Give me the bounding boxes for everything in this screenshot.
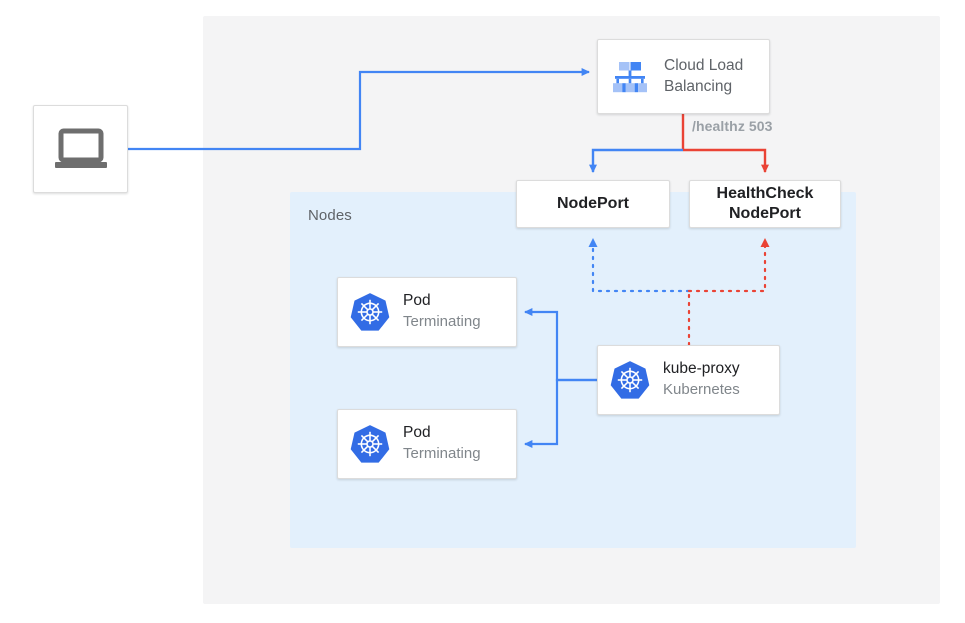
- pod-status: Terminating: [403, 445, 481, 463]
- kube-proxy-subtitle: Kubernetes: [663, 381, 740, 399]
- pod-title: Pod: [403, 292, 431, 310]
- cloud-load-balancing-text: Cloud Load Balancing: [664, 56, 756, 98]
- nodeport-label: NodePort: [557, 195, 629, 212]
- healthcheck-nodeport-card[interactable]: HealthCheck NodePort: [689, 180, 841, 228]
- kubernetes-icon: [609, 359, 651, 401]
- healthcheck-nodeport-label: HealthCheck NodePort: [716, 185, 814, 222]
- laptop-icon: [53, 127, 109, 171]
- kube-proxy-text: kube-proxy Kubernetes: [663, 359, 740, 400]
- kubernetes-icon: [349, 291, 391, 333]
- kubernetes-icon: [349, 423, 391, 465]
- kube-proxy-card[interactable]: kube-proxy Kubernetes: [597, 345, 780, 415]
- nodes-region-label: Nodes: [308, 207, 352, 224]
- pod-card[interactable]: Pod Terminating: [337, 277, 517, 347]
- pod-card[interactable]: Pod Terminating: [337, 409, 517, 479]
- pod-text: Pod Terminating: [403, 291, 481, 332]
- cloud-load-balancing-card[interactable]: Cloud Load Balancing: [597, 39, 770, 114]
- pod-status: Terminating: [403, 313, 481, 331]
- pod-title: Pod: [403, 424, 431, 442]
- nodeport-card[interactable]: NodePort: [516, 180, 670, 228]
- kube-proxy-title: kube-proxy: [663, 360, 740, 378]
- healthz-503-label: /healthz 503: [692, 118, 773, 134]
- cloud-load-balancing-icon: [608, 55, 652, 99]
- client-laptop-card[interactable]: [33, 105, 128, 193]
- pod-text: Pod Terminating: [403, 423, 481, 464]
- cloud-load-balancing-title: Cloud Load Balancing: [664, 56, 744, 95]
